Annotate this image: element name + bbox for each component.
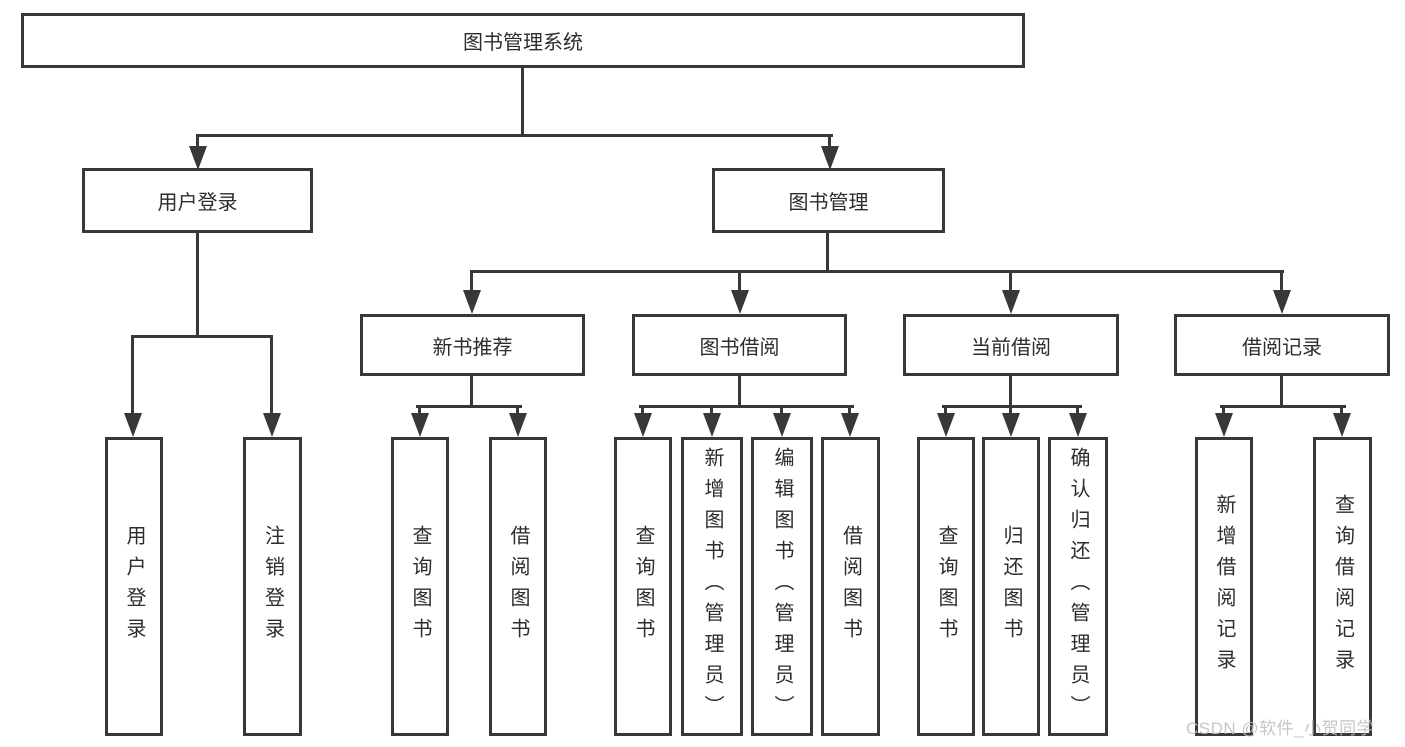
- node-label: 用户登录: [157, 192, 238, 214]
- connector-line: [196, 134, 833, 137]
- connector-line: [1220, 405, 1346, 408]
- leaf-borrow-books-newbooks: 借阅图书: [489, 437, 547, 736]
- connector-line: [738, 270, 741, 294]
- connector-line: [1280, 270, 1283, 294]
- leaf-label: 编辑图书（管理员）: [771, 447, 793, 726]
- arrow-down-icon: [263, 413, 281, 437]
- connector-line: [470, 376, 473, 408]
- connector-line: [826, 232, 829, 273]
- arrow-down-icon: [463, 290, 481, 314]
- node-label: 借阅记录: [1242, 336, 1322, 359]
- leaf-return-books: 归还图书: [982, 437, 1040, 736]
- connector-line: [1280, 376, 1283, 408]
- watermark: CSDN @软件_小贺同学: [1186, 719, 1375, 738]
- node-label: 图书借阅: [699, 336, 780, 359]
- node-user-login: 用户登录: [82, 168, 313, 233]
- arrow-down-icon: [1333, 413, 1351, 437]
- node-label: 图书管理: [788, 192, 869, 214]
- connector-line: [828, 134, 831, 150]
- connector-line: [1009, 270, 1012, 294]
- node-borrowing-records: 借阅记录: [1174, 314, 1390, 376]
- node-book-management: 图书管理: [712, 168, 945, 233]
- node-new-book-recommendation: 新书推荐: [360, 314, 585, 376]
- node-label: 图书管理系统: [463, 32, 583, 54]
- arrow-down-icon: [1002, 413, 1020, 437]
- leaf-label: 借阅图书: [839, 524, 862, 649]
- connector-line: [131, 335, 273, 338]
- arrow-down-icon: [1273, 290, 1291, 314]
- connector-line: [270, 335, 273, 417]
- leaf-label: 确认归还（管理员）: [1067, 447, 1089, 726]
- connector-line: [416, 405, 522, 408]
- arrow-down-icon: [411, 413, 429, 437]
- arrow-down-icon: [634, 413, 652, 437]
- arrow-down-icon: [1069, 413, 1087, 437]
- leaf-label: 新增图书（管理员）: [701, 447, 723, 726]
- connector-line: [944, 405, 947, 417]
- connector-line: [942, 405, 1082, 408]
- node-current-borrowing: 当前借阅: [903, 314, 1119, 376]
- arrow-down-icon: [509, 413, 527, 437]
- connector-line: [1222, 405, 1225, 417]
- node-book-management-system: 图书管理系统: [21, 13, 1025, 68]
- arrow-down-icon: [841, 413, 859, 437]
- leaf-logout: 注销登录: [243, 437, 302, 736]
- connector-line: [516, 405, 519, 417]
- arrow-down-icon: [821, 146, 839, 170]
- leaf-borrow-books-borrow: 借阅图书: [821, 437, 880, 736]
- connector-line: [639, 405, 854, 408]
- connector-line: [1340, 405, 1343, 417]
- connector-line: [641, 405, 644, 417]
- node-label: 当前借阅: [971, 336, 1051, 359]
- leaf-add-borrow-record: 新增借阅记录: [1195, 437, 1253, 736]
- connector-line: [418, 405, 421, 417]
- node-book-borrowing: 图书借阅: [632, 314, 847, 376]
- connector-line: [521, 68, 524, 136]
- leaf-query-books-borrow: 查询图书: [614, 437, 672, 736]
- arrow-down-icon: [1002, 290, 1020, 314]
- leaf-label: 新增借阅记录: [1213, 493, 1235, 680]
- leaf-query-books-newbooks: 查询图书: [391, 437, 449, 736]
- connector-line: [131, 335, 134, 417]
- arrow-down-icon: [124, 413, 142, 437]
- arrow-down-icon: [703, 413, 721, 437]
- arrow-down-icon: [731, 290, 749, 314]
- leaf-label: 查询图书: [409, 524, 431, 649]
- leaf-label: 借阅图书: [507, 524, 529, 649]
- leaf-query-books-current: 查询图书: [917, 437, 975, 736]
- connector-line: [196, 232, 199, 338]
- connector-line: [738, 376, 741, 408]
- arrow-down-icon: [937, 413, 955, 437]
- connector-line: [470, 270, 1284, 273]
- arrow-down-icon: [189, 146, 207, 170]
- connector-line: [1009, 376, 1012, 408]
- arrow-down-icon: [1215, 413, 1233, 437]
- leaf-user-login: 用户登录: [105, 437, 163, 736]
- leaf-query-borrow-record: 查询借阅记录: [1313, 437, 1372, 736]
- leaf-confirm-return-admin: 确认归还（管理员）: [1048, 437, 1108, 736]
- leaf-edit-books-admin: 编辑图书（管理员）: [751, 437, 813, 736]
- connector-line: [1009, 405, 1012, 417]
- leaf-add-books-admin: 新增图书（管理员）: [681, 437, 743, 736]
- connector-line: [848, 405, 851, 417]
- leaf-label: 用户登录: [123, 524, 145, 649]
- arrow-down-icon: [773, 413, 791, 437]
- leaf-label: 查询图书: [632, 524, 654, 649]
- connector-line: [780, 405, 783, 417]
- leaf-label: 归还图书: [1000, 524, 1022, 649]
- connector-line: [196, 134, 199, 150]
- node-label: 新书推荐: [432, 336, 513, 359]
- leaf-label: 查询图书: [935, 524, 957, 649]
- connector-line: [710, 405, 713, 417]
- leaf-label: 查询借阅记录: [1331, 493, 1354, 680]
- connector-line: [1076, 405, 1079, 417]
- connector-line: [470, 270, 473, 294]
- leaf-label: 注销登录: [261, 524, 284, 649]
